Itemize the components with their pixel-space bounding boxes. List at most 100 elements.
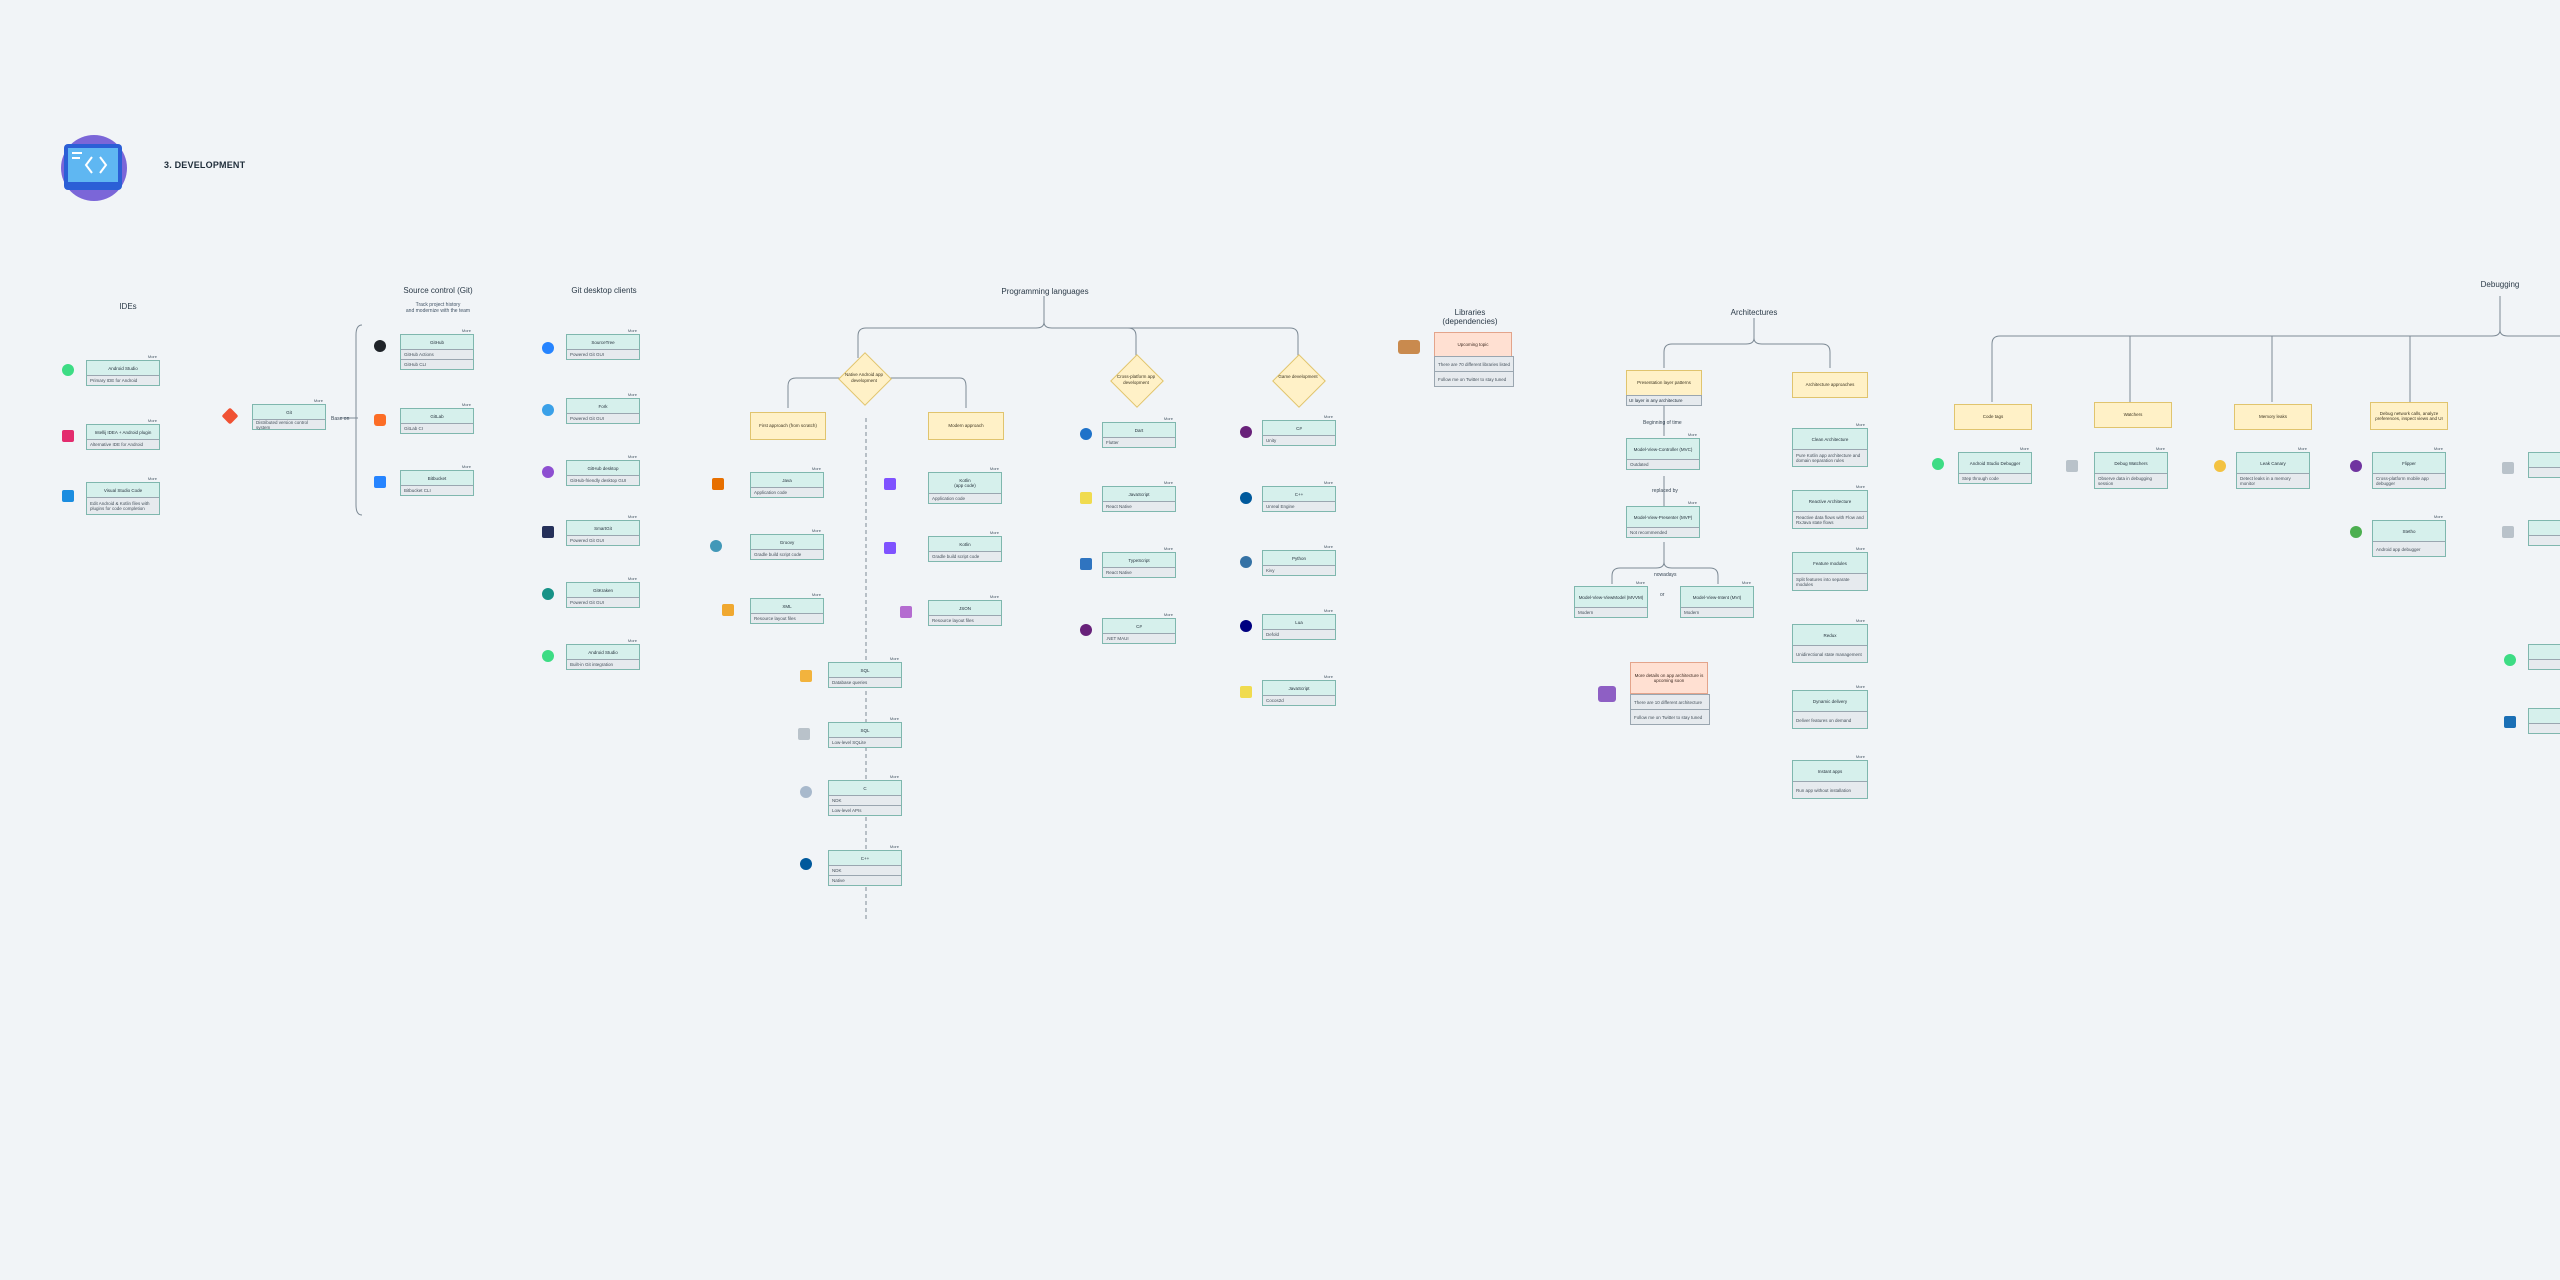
more-link[interactable]: More [811,528,821,533]
cross-card-csharp[interactable]: More C# .NET MAUI [1102,612,1176,644]
lang-card-groovy[interactable]: More Groovy Gradle build script code [750,528,824,560]
game-card-javascript[interactable]: More JavaScript Cocos2d [1262,674,1336,706]
approach-card-dynamic[interactable]: More Dynamic delivery Deliver features o… [1792,684,1868,729]
debug-card-partial[interactable] [2528,452,2560,478]
more-link[interactable]: More [1741,580,1751,585]
cross-card-dart[interactable]: More Dart Flutter [1102,416,1176,448]
more-link[interactable]: More [147,476,157,481]
git-card[interactable]: More Git Distributed version control sys… [252,398,326,430]
more-link[interactable]: More [627,454,637,459]
more-link[interactable]: More [889,844,899,849]
more-link[interactable]: More [2433,446,2443,451]
debug-card-partial[interactable] [2528,644,2560,670]
game-card-lua[interactable]: More Lua Defold [1262,608,1336,640]
more-link[interactable]: More [1323,414,1333,419]
more-link[interactable]: More [1163,612,1173,617]
lang-card-cpp[interactable]: More C++ NDK Native [828,844,902,886]
client-card-android-studio[interactable]: More Android Studio Built-in Git integra… [566,638,640,670]
approach-card-feature[interactable]: More Feature modules Split features into… [1792,546,1868,591]
more-link[interactable]: More [1855,618,1865,623]
more-link[interactable]: More [1323,674,1333,679]
lang-card-kotlin-app[interactable]: More Kotlin (app code) Application code [928,466,1002,504]
debug-card-flipper[interactable]: More Flipper Cross-platform mobile app d… [2372,446,2446,489]
debug-card-leak-canary[interactable]: More Leak Canary Detect leaks in a memor… [2236,446,2310,489]
game-card-cpp[interactable]: More C++ Unreal Engine [1262,480,1336,512]
more-link[interactable]: More [1163,546,1173,551]
card-title [2529,521,2560,535]
host-card-github[interactable]: More GitHub GitHub Actions GitHub CLI [400,328,474,370]
more-link[interactable]: More [627,514,637,519]
more-link[interactable]: More [2297,446,2307,451]
more-link[interactable]: More [627,638,637,643]
more-link[interactable]: More [1855,546,1865,551]
host-card-gitlab[interactable]: More GitLab GitLab CI [400,402,474,434]
arch-card-mvvm[interactable]: More Model-View-ViewModel (MVVM) Modern [1574,580,1648,618]
more-link[interactable]: More [627,392,637,397]
ide-card-android-studio[interactable]: More Android Studio Primary IDE for Andr… [86,354,160,386]
more-link[interactable]: More [1323,544,1333,549]
game-card-csharp[interactable]: More C# Unity [1262,414,1336,446]
lang-card-c[interactable]: More C NDK Low-level APIs [828,774,902,816]
more-link[interactable]: More [889,656,899,661]
arch-card-mvi[interactable]: More Model-View-Intent (MVI) Modern [1680,580,1754,618]
lang-card-sql-lite[interactable]: More SQL Low-level SQLite [828,716,902,748]
more-link[interactable]: More [461,464,471,469]
approach-card-instant[interactable]: More Instant apps Run app without instal… [1792,754,1868,799]
lang-card-xml[interactable]: More XML Resource layout files [750,592,824,624]
more-link[interactable]: More [461,402,471,407]
client-card-github-desktop[interactable]: More GitHub desktop GitHub-friendly desk… [566,454,640,486]
more-link[interactable]: More [1323,480,1333,485]
debug-card-partial[interactable] [2528,708,2560,734]
more-link[interactable]: More [1687,432,1697,437]
host-card-bitbucket[interactable]: More Bitbucket Bitbucket CLI [400,464,474,496]
more-link[interactable]: More [1635,580,1645,585]
lang-card-java[interactable]: More Java Application code [750,466,824,498]
debug-card-stetho[interactable]: More Stetho Android app debugger [2372,514,2446,557]
debug-card-watchers[interactable]: More Debug Watchers Observe data in debu… [2094,446,2168,489]
ide-card-vscode[interactable]: More Visual Studio Code Edit Android & K… [86,476,160,515]
game-card-python[interactable]: More Python Kivy [1262,544,1336,576]
lang-card-json[interactable]: More JSON Resource layout files [928,594,1002,626]
more-link[interactable]: More [889,774,899,779]
more-link[interactable]: More [1163,416,1173,421]
more-link[interactable]: More [627,328,637,333]
more-link[interactable]: More [1855,484,1865,489]
more-link[interactable]: More [2433,514,2443,519]
cross-card-typescript[interactable]: More TypeScript React Native [1102,546,1176,578]
client-card-gitkraken[interactable]: More GitKraken Powered Git GUI [566,576,640,608]
more-link[interactable]: More [147,418,157,423]
more-link[interactable]: More [889,716,899,721]
more-link[interactable]: More [627,576,637,581]
approach-card-reactive[interactable]: More Reactive Architecture Reactive data… [1792,484,1868,529]
more-link[interactable]: More [989,466,999,471]
approach-card-redux[interactable]: More Redux Unidirectional state manageme… [1792,618,1868,663]
client-card-fork[interactable]: More Fork Powered Git GUI [566,392,640,424]
xml-icon [722,604,734,616]
lang-card-sql-db[interactable]: More SQL Database queries [828,656,902,688]
debug-card-debugger[interactable]: More Android Studio Debugger Step throug… [1958,446,2032,484]
more-link[interactable]: More [811,592,821,597]
more-link[interactable]: More [989,530,999,535]
more-link[interactable]: More [2155,446,2165,451]
more-link[interactable]: More [1163,480,1173,485]
arch-card-mvp[interactable]: More Model-View-Presenter (MVP) Not reco… [1626,500,1700,538]
more-link[interactable]: More [989,594,999,599]
more-link[interactable]: More [1855,422,1865,427]
lang-card-kotlin-gradle[interactable]: More Kotlin Gradle build script code [928,530,1002,562]
client-card-sourcetree[interactable]: More SourceTree Powered Git GUI [566,328,640,360]
more-link[interactable]: More [811,466,821,471]
arch-card-mvc[interactable]: More Model-View-Controller (MVC) Outdate… [1626,432,1700,470]
more-link[interactable]: More [147,354,157,359]
more-link[interactable]: More [2019,446,2029,451]
more-link[interactable]: More [1323,608,1333,613]
more-link[interactable]: More [313,398,323,403]
debug-card-partial[interactable] [2528,520,2560,546]
more-link[interactable]: More [461,328,471,333]
ide-card-intellij[interactable]: More Intellij IDEA + Android plugin Alte… [86,418,160,450]
client-card-smartgit[interactable]: More SmartGit Powered Git GUI [566,514,640,546]
more-link[interactable]: More [1687,500,1697,505]
cross-card-javascript[interactable]: More JavaScript React Native [1102,480,1176,512]
more-link[interactable]: More [1855,754,1865,759]
more-link[interactable]: More [1855,684,1865,689]
approach-card-clean[interactable]: More Clean Architecture Pure Kotlin app … [1792,422,1868,467]
